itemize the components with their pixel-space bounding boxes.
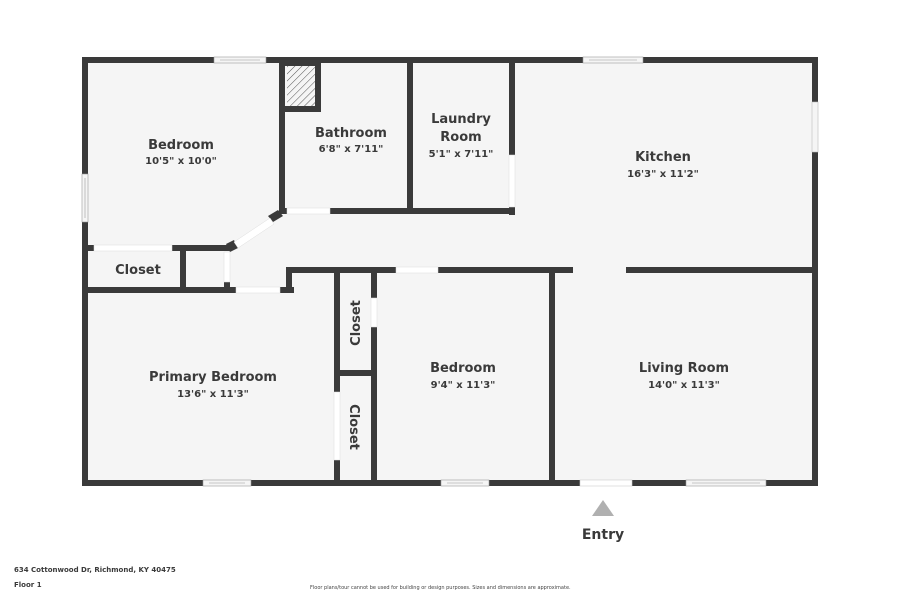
svg-text:Closet: Closet (349, 300, 364, 346)
svg-text:6'8" x 7'11": 6'8" x 7'11" (319, 144, 384, 155)
openings (81, 56, 819, 487)
disclaimer: Floor plans/tour cannot be used for buil… (310, 585, 571, 591)
svg-text:14'0" x 11'3": 14'0" x 11'3" (648, 380, 720, 391)
window (811, 101, 819, 153)
entry-door (579, 479, 633, 487)
chimney-hatch (287, 66, 315, 106)
svg-text:13'6" x 11'3": 13'6" x 11'3" (177, 389, 249, 400)
room-closet-upper: Closet (349, 300, 364, 346)
room-closet-lower: Closet (346, 404, 361, 450)
room-kitchen: Kitchen 16'3" x 11'2" (627, 150, 699, 180)
svg-text:Bedroom: Bedroom (148, 138, 214, 153)
svg-text:Living Room: Living Room (639, 361, 729, 376)
svg-text:Closet: Closet (346, 404, 361, 450)
svg-text:9'4" x 11'3": 9'4" x 11'3" (431, 380, 496, 391)
room-primary-bedroom: Primary Bedroom 13'6" x 11'3" (149, 370, 277, 400)
room-laundry: Laundry Room 5'1" x 7'11" (429, 112, 494, 160)
floor-label: Floor 1 (14, 581, 42, 589)
svg-text:Kitchen: Kitchen (635, 150, 691, 165)
svg-text:5'1" x 7'11": 5'1" x 7'11" (429, 149, 494, 160)
svg-text:10'5" x 10'0": 10'5" x 10'0" (145, 156, 217, 167)
svg-text:16'3" x 11'2": 16'3" x 11'2" (627, 169, 699, 180)
svg-text:Bathroom: Bathroom (315, 126, 387, 141)
svg-text:Laundry: Laundry (431, 112, 491, 127)
svg-text:Primary Bedroom: Primary Bedroom (149, 370, 277, 385)
triangle-up-icon (592, 500, 614, 516)
room-bedroom-nw: Bedroom 10'5" x 10'0" (145, 138, 217, 167)
room-bedroom-s: Bedroom 9'4" x 11'3" (430, 361, 496, 391)
svg-text:Closet: Closet (115, 263, 161, 278)
room-closet-w: Closet (115, 263, 161, 278)
entry-label: Entry (582, 527, 624, 543)
address: 634 Cottonwood Dr, Richmond, KY 40475 (14, 566, 176, 574)
room-living-room: Living Room 14'0" x 11'3" (639, 361, 729, 391)
room-bathroom: Bathroom 6'8" x 7'11" (315, 126, 387, 155)
svg-text:Bedroom: Bedroom (430, 361, 496, 376)
svg-text:Room: Room (440, 130, 481, 145)
walls (82, 57, 818, 486)
